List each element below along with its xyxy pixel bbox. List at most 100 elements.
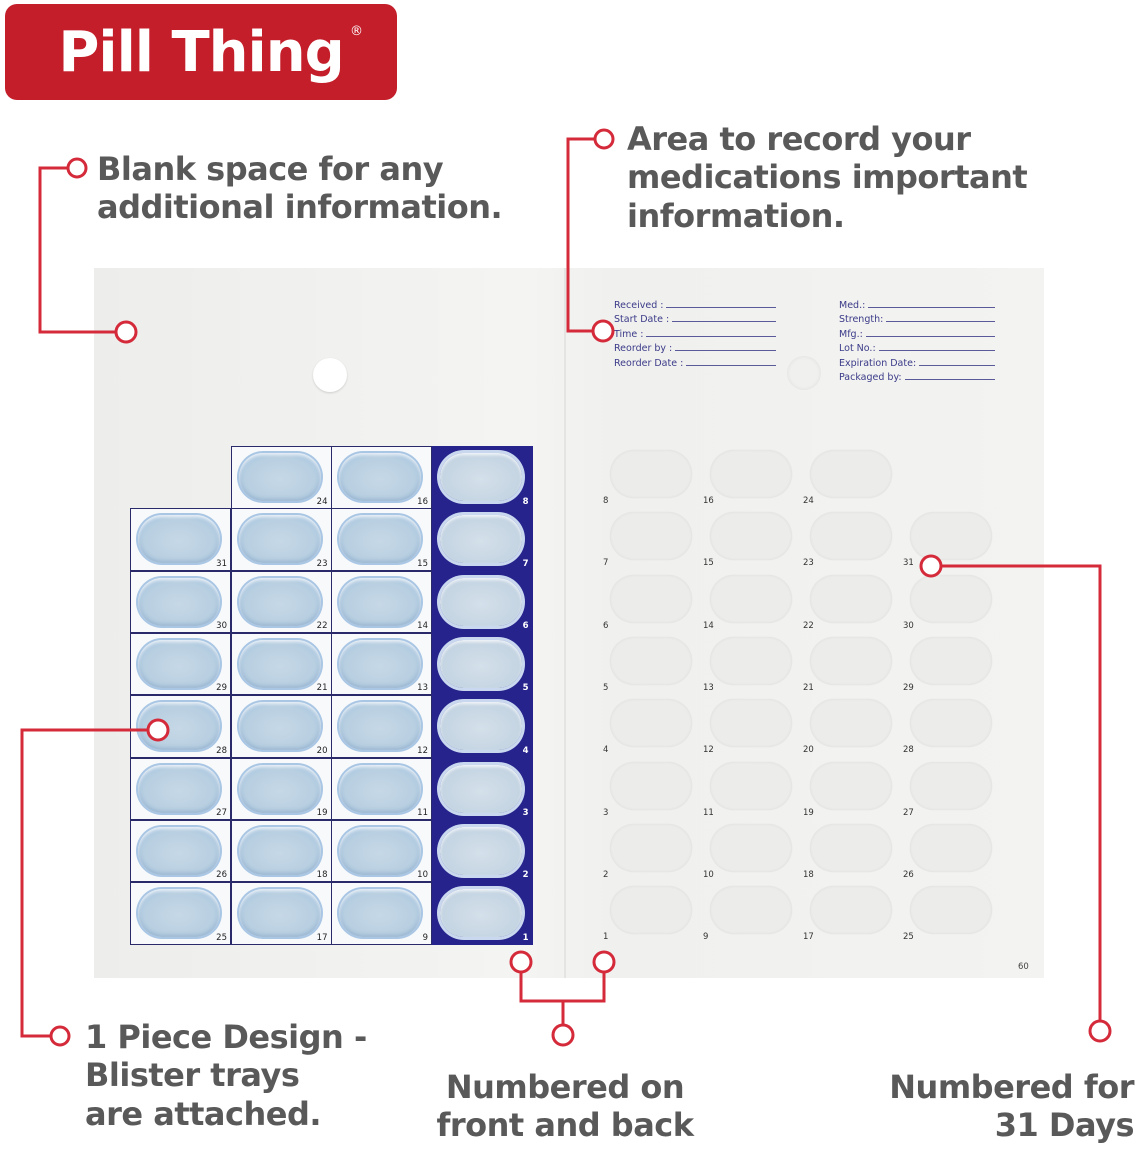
back-day-number: 17 (803, 932, 814, 943)
day-number: 16 (417, 496, 428, 507)
day-number: 21 (316, 683, 328, 694)
info-field-line (904, 379, 995, 380)
blister-pocket (339, 702, 421, 751)
day-number: 25 (216, 932, 227, 943)
back-day-number: 7 (603, 558, 609, 569)
callout-line: Area to record your (627, 120, 971, 158)
blister-pocket (439, 764, 522, 813)
blister-cell: 28 (130, 695, 231, 758)
back-day-number: 27 (903, 807, 914, 818)
back-slot (810, 823, 892, 872)
blister-pocket (439, 515, 522, 564)
callout-line: additional information. (97, 188, 503, 227)
blister-cell: 17 (230, 882, 332, 945)
back-slot (810, 699, 892, 748)
registered-mark: ® (350, 24, 363, 39)
back-day-number: 1 (603, 932, 609, 943)
back-day-number: 6 (603, 620, 609, 631)
page-number: 60 (1018, 962, 1029, 972)
blister-pocket (238, 702, 321, 751)
info-field-line (886, 321, 995, 322)
blister-pocket (439, 826, 522, 875)
back-slot (710, 886, 792, 935)
blister-pocket (439, 639, 522, 688)
blister-cell: 24 (230, 446, 332, 509)
blister-pocket (138, 639, 220, 688)
back-day-number: 3 (603, 807, 609, 818)
day-number: 23 (316, 558, 328, 569)
day-number: 18 (316, 870, 328, 881)
info-field: Med.: (839, 296, 995, 311)
back-day-number: 2 (603, 869, 609, 880)
back-slot (710, 699, 792, 748)
info-field: Strength: (839, 311, 995, 325)
info-field-label: Expiration Date: (839, 357, 917, 369)
day-number: 9 (422, 932, 428, 943)
info-field: Lot No.: (839, 340, 995, 354)
blister-pocket (339, 515, 421, 564)
back-slot (910, 823, 992, 872)
blister-cell: 27 (130, 757, 231, 820)
blister-pocket (339, 764, 421, 813)
back-day-number: 24 (803, 496, 814, 506)
callout-line: 1 Piece Design - (85, 1018, 367, 1056)
info-field-line (646, 335, 776, 337)
info-field-label: Mfg.: (839, 328, 863, 340)
day-number: 10 (417, 870, 428, 881)
blister-cell: 19 (230, 757, 332, 820)
back-day-number: 9 (703, 932, 709, 943)
back-slot (910, 699, 992, 748)
info-field-label: Reorder Date : (614, 357, 684, 369)
back-slot (610, 761, 692, 810)
blister-pocket (439, 702, 522, 751)
back-slot (910, 574, 992, 623)
callout-line: are attached. (85, 1094, 322, 1133)
back-day-number: 18 (803, 869, 814, 880)
back-day-number: 10 (703, 869, 714, 880)
day-number: 15 (417, 558, 428, 569)
blister-cell: 21 (230, 632, 332, 696)
back-day-number: 4 (603, 745, 609, 756)
callout-line: 31 Days (994, 1106, 1135, 1145)
back-slot (810, 574, 892, 623)
back-slot (710, 823, 792, 872)
info-field-line (865, 335, 995, 337)
blister-pocket (138, 826, 220, 875)
info-field-label: Time : (614, 328, 644, 340)
info-field-label: Packaged by: (839, 372, 902, 383)
blister-cell: 15 (331, 508, 432, 571)
info-field: Time : (614, 325, 776, 340)
info-field-line (919, 364, 995, 366)
callout-line: Numbered on (445, 1068, 685, 1106)
callout-line: information. (627, 196, 845, 235)
blister-pocket (238, 453, 321, 501)
blister-cell: 6 (431, 570, 533, 634)
day-number: 24 (316, 496, 328, 507)
blister-pocket (138, 515, 220, 564)
info-field-line (675, 350, 776, 351)
blister-cell: 29 (130, 632, 231, 696)
blister-cell: 2 (431, 819, 533, 883)
info-field-line (686, 364, 776, 366)
back-slot (810, 761, 892, 810)
back-day-number: 23 (803, 558, 814, 569)
back-day-number: 21 (803, 682, 814, 693)
day-number: 17 (316, 932, 328, 943)
brand-name: Pill Thing (58, 19, 344, 85)
blister-cell: 31 (130, 508, 231, 571)
day-number: 26 (216, 870, 227, 881)
blister-cell: 16 (331, 446, 432, 509)
back-day-number: 5 (603, 682, 609, 693)
blister-pocket (138, 702, 220, 751)
back-slot (910, 886, 992, 935)
info-field: Reorder by : (614, 340, 776, 354)
back-slot (610, 823, 692, 872)
back-day-number: 11 (703, 807, 714, 818)
back-slot (810, 886, 892, 935)
callout-line: Blank space for any (97, 150, 444, 188)
blister-pocket (238, 577, 321, 626)
callout-one-piece: 1 Piece Design - Blister trays are attac… (85, 1018, 367, 1133)
back-day-number: 15 (703, 558, 714, 569)
callout-blank-space: Blank space for any additional informati… (97, 150, 503, 227)
back-day-number: 19 (803, 807, 814, 818)
